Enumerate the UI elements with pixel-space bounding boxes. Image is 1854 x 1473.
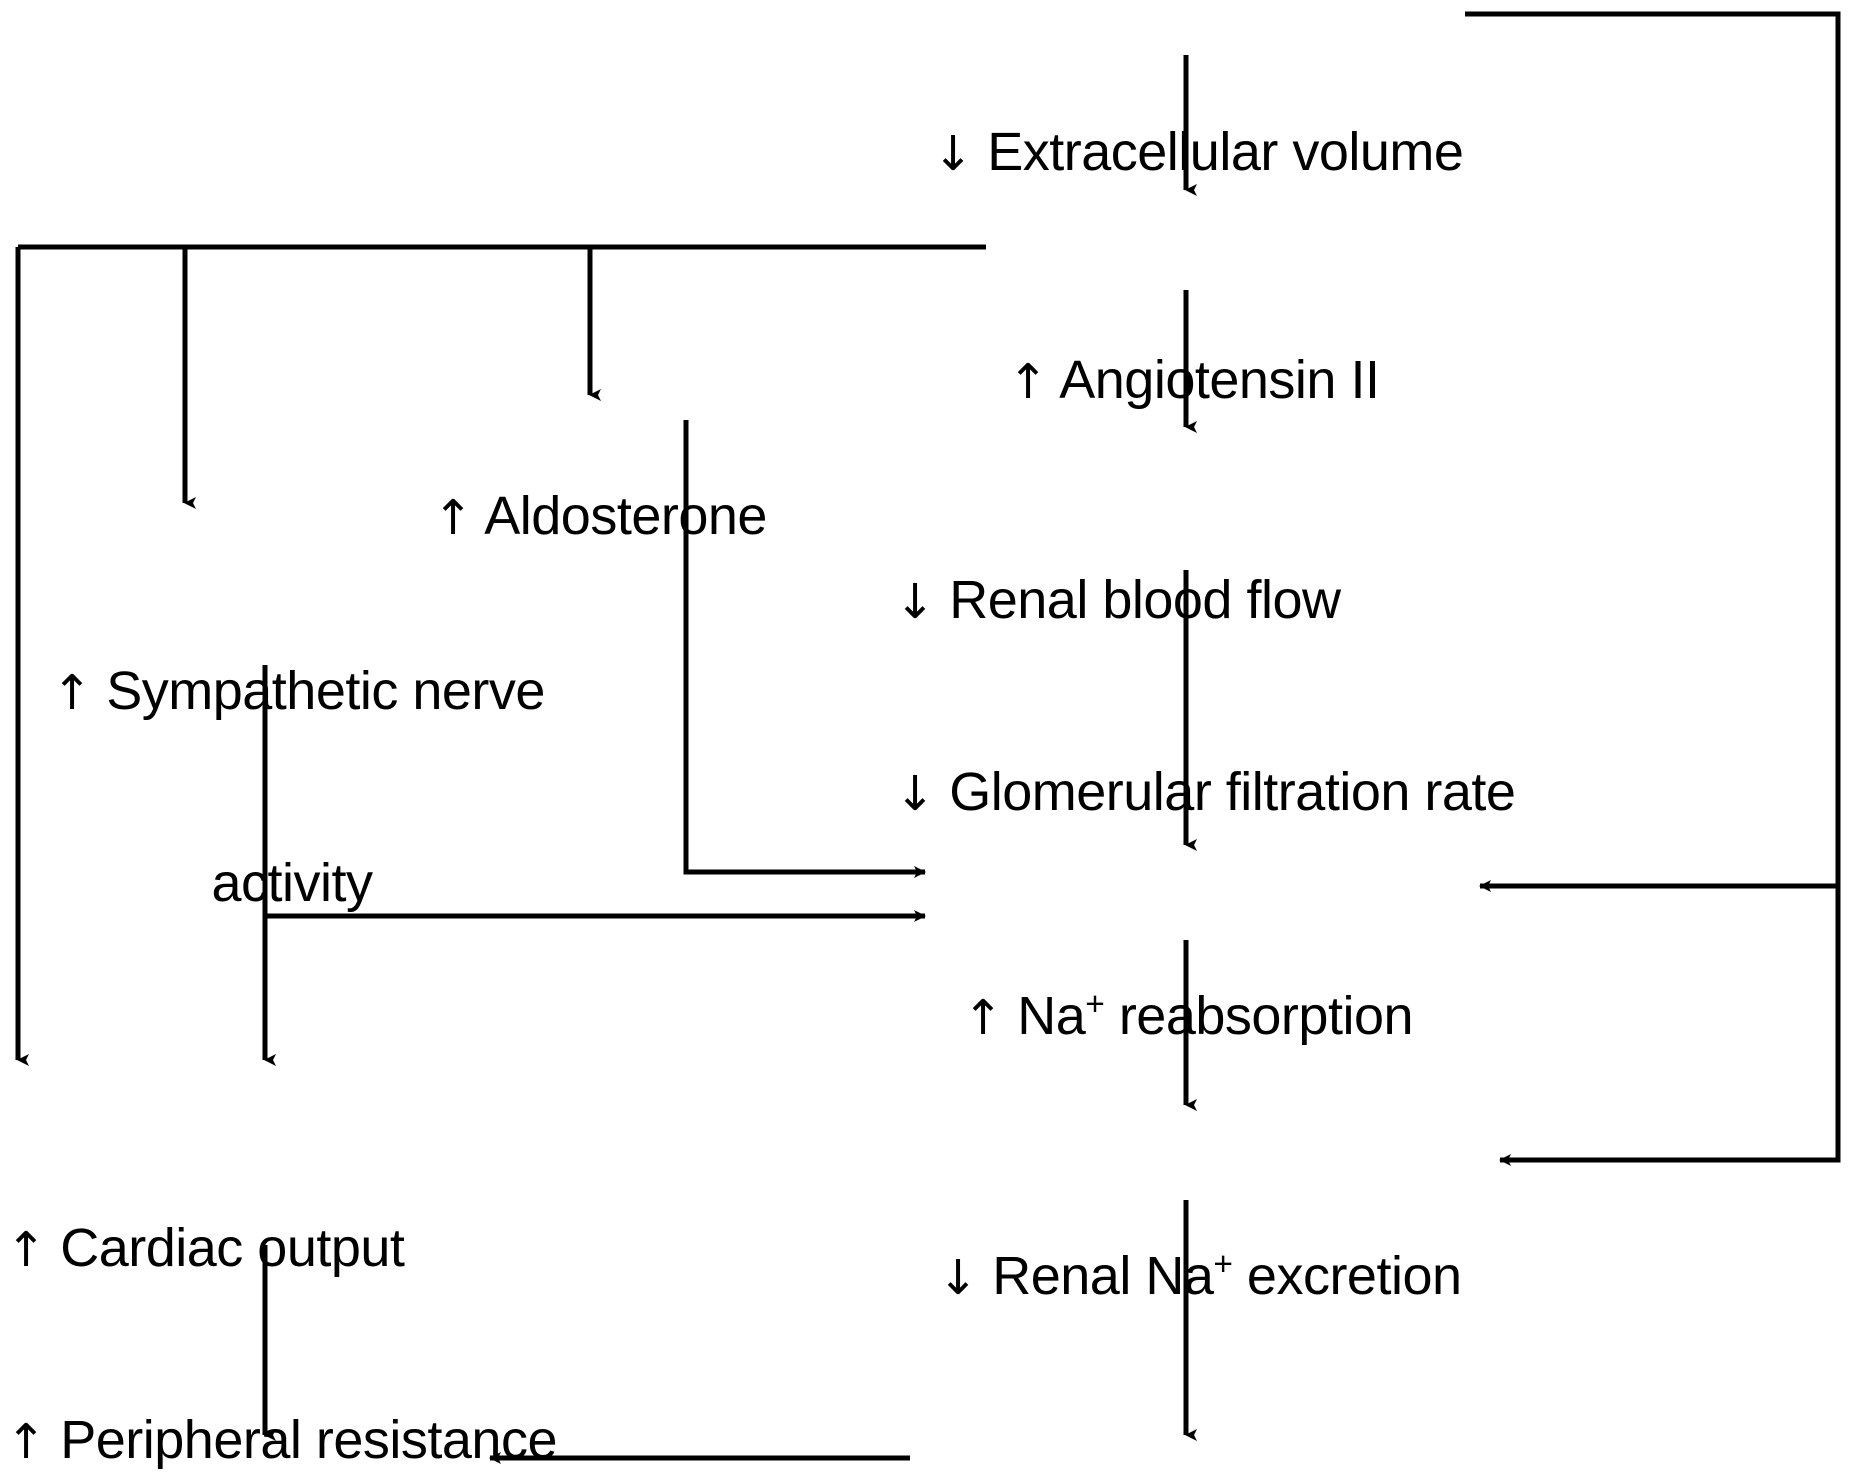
node-line: ↓ Extracellular volume	[933, 121, 1464, 185]
down-arrow-icon: ↓	[933, 126, 973, 183]
up-arrow-icon: ↑	[52, 665, 92, 722]
node-extracellular-volume-increase: ↑ Extracellular volume	[935, 1400, 1465, 1473]
node-line: ↑ Angiotensin II	[1008, 349, 1380, 413]
node-line: ↑ Aldosterone	[433, 485, 767, 549]
node-renal-blood-flow-gfr-decrease: ↓ Renal blood flow ↓ Glomerular filtrati…	[895, 442, 1516, 952]
node-text: Sympathetic nerve	[91, 661, 545, 722]
up-arrow-icon: ↑	[6, 1413, 46, 1470]
node-renal-sodium-excretion-decrease: ↓ Renal Na+ excretion	[938, 1118, 1462, 1437]
node-text: excretion	[1232, 1246, 1462, 1307]
node-angiotensin-ii-increase: ↑ Angiotensin II	[1008, 222, 1380, 541]
node-line: ↑ Peripheral resistance	[6, 1409, 557, 1473]
up-arrow-icon: ↑	[1008, 354, 1048, 411]
edge-ecv-right-rail	[1465, 11, 1841, 886]
node-text: Extracellular volume	[972, 122, 1464, 183]
up-arrow-icon: ↑	[433, 490, 473, 547]
node-text: Angiotensin II	[1047, 350, 1380, 411]
up-arrow-icon: ↑	[963, 990, 1003, 1047]
node-text: Glomerular filtration rate	[934, 761, 1516, 822]
node-line: activity	[52, 852, 532, 916]
node-line: ↓ Renal blood flow	[895, 569, 1515, 633]
node-sympathetic-nerve-activity-increase: ↑ Sympathetic nerve activity	[52, 533, 545, 1043]
node-aldosterone-increase: ↑ Aldosterone	[433, 358, 767, 677]
node-text: Renal Na	[977, 1246, 1214, 1307]
node-text: Peripheral resistance	[45, 1409, 557, 1470]
down-arrow-icon: ↓	[895, 765, 935, 822]
superscript-plus: +	[1213, 1246, 1233, 1284]
node-line: ↑ Sympathetic nerve	[52, 660, 545, 724]
node-text: Cardiac output	[45, 1218, 405, 1279]
up-arrow-icon: ↑	[6, 1222, 46, 1279]
node-text: reabsorption	[1104, 986, 1414, 1047]
node-line: ↑ Na+ reabsorption	[963, 985, 1414, 1049]
node-extracellular-volume-decrease: ↓ Extracellular volume	[933, 0, 1464, 313]
node-line: ↓ Renal Na+ excretion	[938, 1245, 1462, 1309]
node-text: activity	[211, 852, 373, 913]
down-arrow-icon: ↓	[895, 574, 935, 631]
node-blood-pressure-increase: ↑ Blood pressure	[78, 1400, 488, 1473]
edge-aldosterone-to-na-reabsorption	[683, 420, 926, 878]
down-arrow-icon: ↓	[938, 1250, 978, 1307]
node-line: ↓ Glomerular filtration rate	[895, 761, 1516, 825]
node-cardiac-output-peripheral-resistance-increase: ↑ Cardiac output ↑ Peripheral resistance	[6, 1090, 557, 1473]
node-sodium-reabsorption-increase: ↑ Na+ reabsorption	[963, 858, 1414, 1177]
node-text: Aldosterone	[472, 486, 767, 547]
superscript-plus: +	[1085, 986, 1105, 1024]
node-text: Renal blood flow	[934, 570, 1341, 631]
node-line: ↑ Cardiac output	[6, 1217, 557, 1281]
node-text: Na	[1002, 986, 1086, 1047]
edge-rail-lower	[1499, 886, 1841, 1166]
